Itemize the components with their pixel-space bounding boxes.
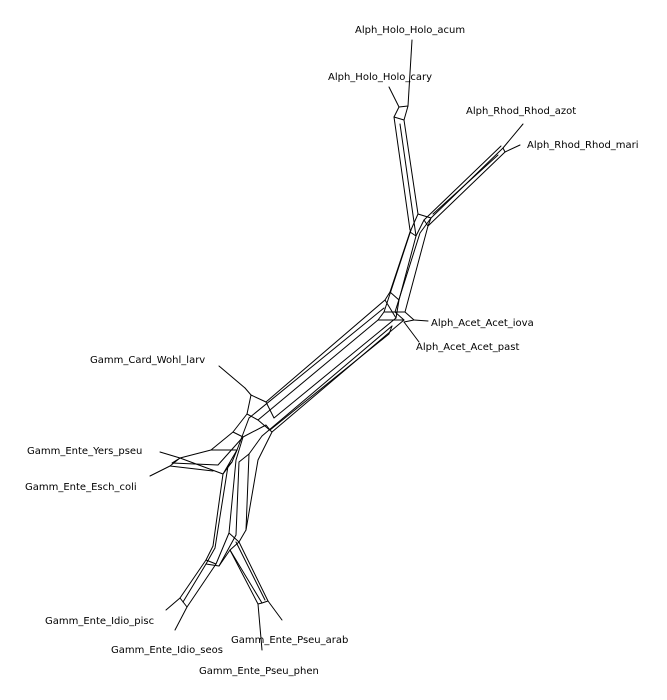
label-wohl-larv: Gamm_Card_Wohl_larv bbox=[90, 355, 205, 366]
edge-rhod-azot bbox=[502, 123, 524, 149]
label-yers-pseu: Gamm_Ente_Yers_pseu bbox=[27, 446, 142, 457]
label-esch-coli: Gamm_Ente_Esch_coli bbox=[25, 482, 137, 493]
yers-esch-cluster bbox=[149, 417, 250, 477]
label-acet-iova: Alph_Acet_Acet_iova bbox=[431, 318, 534, 329]
pseudoalteromonas-branch bbox=[229, 541, 283, 651]
acetobacter-cluster bbox=[377, 291, 429, 343]
edge-pseu-arab bbox=[267, 600, 283, 621]
label-rhod-azot: Alph_Rhod_Rhod_azot bbox=[466, 106, 576, 117]
wohl-branch bbox=[218, 365, 267, 438]
taxon-labels: Alph_Holo_Holo_acum Alph_Holo_Holo_cary … bbox=[25, 25, 639, 677]
edge-yers-pseu bbox=[159, 451, 181, 459]
edge-pseu-phen bbox=[257, 603, 263, 651]
label-idio-seos: Gamm_Ente_Idio_seos bbox=[111, 645, 223, 656]
edge-wohl-larv bbox=[218, 365, 246, 389]
edge-idio-pisc bbox=[165, 597, 181, 611]
lower-trunk bbox=[212, 431, 273, 549]
edge-acet-iova bbox=[413, 319, 429, 322]
edge-esch-coli bbox=[149, 465, 171, 477]
edge-holo-acum bbox=[407, 39, 413, 107]
label-holo-cary: Alph_Holo_Holo_cary bbox=[328, 72, 432, 83]
label-rhod-mari: Alph_Rhod_Rhod_mari bbox=[527, 140, 639, 151]
label-acet-past: Alph_Acet_Acet_past bbox=[416, 342, 519, 353]
label-pseu-arab: Gamm_Ente_Pseu_arab bbox=[231, 635, 348, 646]
edge-rhod-mari bbox=[504, 144, 521, 153]
edge-holo-cary bbox=[388, 86, 400, 108]
idiomarina-cluster bbox=[165, 532, 240, 631]
alpha-upper-trunk bbox=[383, 213, 432, 313]
label-idio-pisc: Gamm_Ente_Idio_pisc bbox=[45, 616, 154, 627]
label-pseu-phen: Gamm_Ente_Pseu_phen bbox=[199, 666, 319, 677]
central-split-box bbox=[242, 299, 405, 438]
holophaga-branch bbox=[388, 39, 419, 237]
label-holo-acum: Alph_Holo_Holo_acum bbox=[355, 25, 465, 36]
edge-idio-seos bbox=[174, 606, 188, 631]
edge-acet-past bbox=[403, 321, 420, 343]
rhodobacter-branch bbox=[423, 123, 524, 227]
